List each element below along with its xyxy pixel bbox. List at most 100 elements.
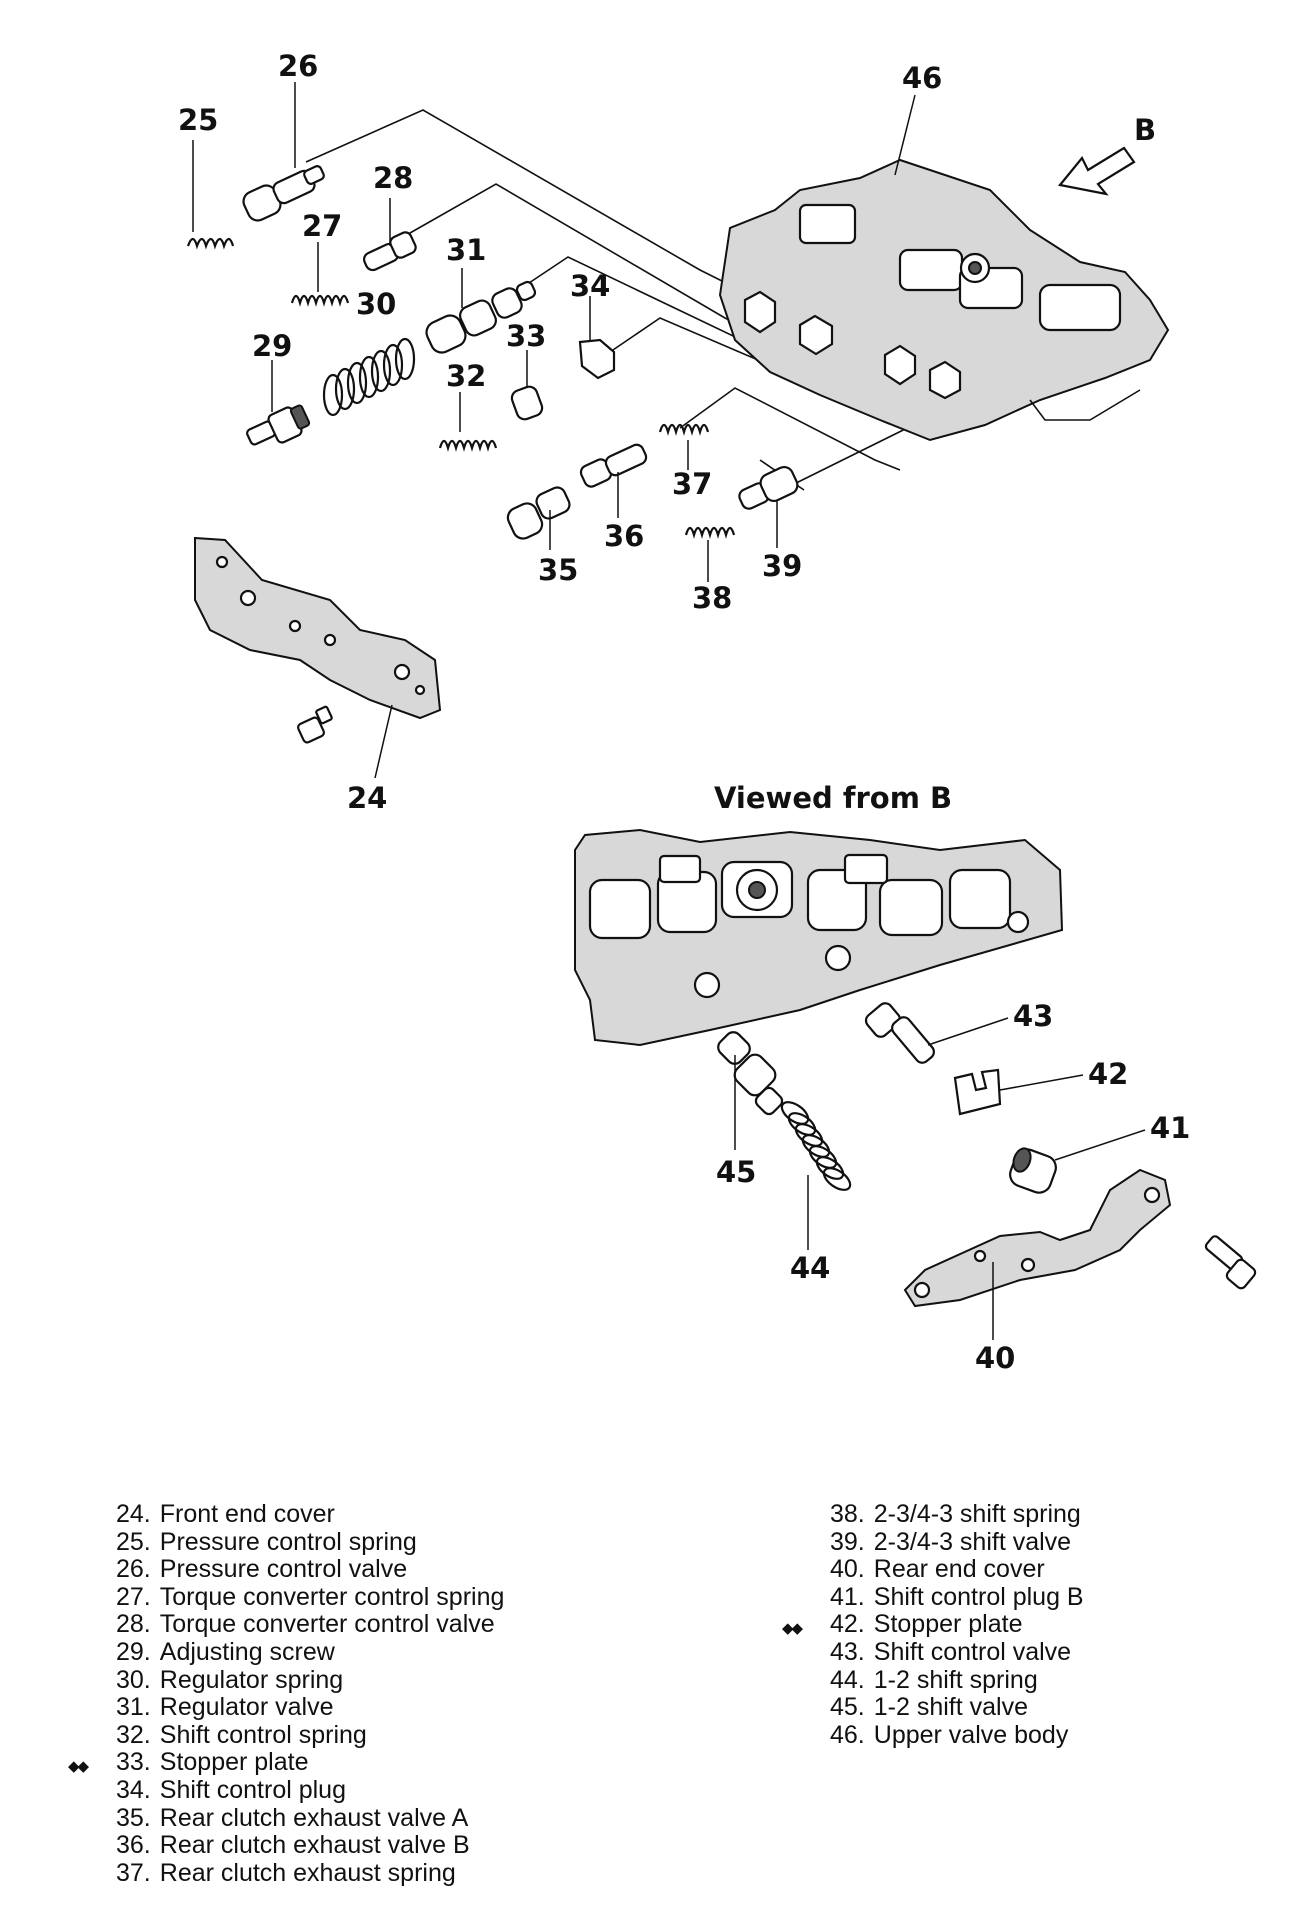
- callout-37: 37: [672, 467, 712, 501]
- callout-26: 26: [278, 49, 318, 83]
- legend-marker: ◆◆: [782, 1620, 803, 1638]
- legend-item: 32.Shift control spring: [116, 1721, 367, 1749]
- shift-spring-2-3: [684, 526, 736, 540]
- legend-text: Torque converter control valve: [159, 1610, 495, 1639]
- callout-35: 35: [538, 553, 578, 587]
- legend-text: Regulator spring: [159, 1665, 344, 1694]
- rear-clutch-exhaust-valve-a: [506, 486, 571, 540]
- callout-45: 45: [716, 1155, 756, 1189]
- legend-text: Shift control plug B: [873, 1582, 1084, 1611]
- callout-34: 34: [570, 269, 610, 303]
- stopper-plate-33: [510, 385, 544, 421]
- legend-item: 31.Regulator valve: [116, 1693, 333, 1721]
- legend-text: Stopper plate: [873, 1610, 1023, 1639]
- rear-clutch-exhaust-valve-b: [579, 443, 648, 488]
- callout-28: 28: [373, 161, 413, 195]
- legend-number: 36.: [116, 1831, 151, 1860]
- legend-number: 41.: [830, 1582, 865, 1611]
- legend-number: 27.: [116, 1582, 151, 1611]
- legend-text: Shift control valve: [873, 1638, 1072, 1666]
- callout-30: 30: [356, 287, 396, 321]
- legend-number: 44.: [830, 1665, 865, 1694]
- shift-control-valve: [864, 1002, 935, 1064]
- rear-end-cover: [903, 1168, 1172, 1308]
- callout-44: 44: [790, 1251, 830, 1285]
- legend-left-column: 24. Front end cover 25. Pressure control sp…: [0, 1500, 640, 1910]
- rear-cover-bolt: [1204, 1235, 1257, 1290]
- regulator-valve: [425, 280, 537, 354]
- pressure-control-spring: [186, 237, 235, 250]
- callout-32: 32: [446, 359, 486, 393]
- callout-40: 40: [975, 1341, 1015, 1375]
- legend-number: 42.: [830, 1610, 865, 1639]
- callout-39: 39: [762, 549, 802, 583]
- legend-text: Upper valve body: [873, 1720, 1069, 1749]
- shift-control-spring: [438, 439, 498, 453]
- callout-25: 25: [178, 103, 218, 137]
- parts-legend: 24. Front end cover 25. Pressure control sp…: [0, 1500, 1312, 1910]
- adjusting-screw: [246, 404, 311, 446]
- legend-number: 29.: [116, 1638, 151, 1666]
- legend-item: 40. Rear end cover: [830, 1555, 1045, 1583]
- shift-control-plug-b: [1009, 1147, 1057, 1194]
- legend-text: Stopper plate: [159, 1748, 309, 1777]
- direction-label-b: B: [1134, 113, 1156, 147]
- legend-item: 37.Rear clutch exhaust spring: [116, 1859, 456, 1887]
- legend-item: 46. Upper valve body: [830, 1721, 1068, 1749]
- upper-valve-body: [718, 158, 1170, 442]
- shift-control-plug: [578, 338, 616, 380]
- callout-36: 36: [604, 519, 644, 553]
- legend-item: 26.Pressure control valve: [116, 1555, 407, 1583]
- legend-item: 28. Torque converter control valve: [116, 1610, 495, 1638]
- shift-spring-1-2: [780, 1101, 852, 1191]
- legend-item: ◆◆ 42. Stopper plate: [782, 1610, 1023, 1639]
- legend-item: 36.Rear clutch exhaust valve B: [116, 1831, 470, 1859]
- legend-number: 38.: [830, 1500, 865, 1528]
- callout-labels: 24 25 26 27 28 29 30 31 32 33 34 35 36 3…: [178, 49, 1190, 1375]
- legend-item: 27.Torque converter control spring: [116, 1583, 504, 1611]
- legend-item: 38.2-3/4-3 shift spring: [830, 1500, 1081, 1528]
- exploded-valve-body-diagram: 24 25 26 27 28 29 30 31 32 33 34 35 36 3…: [178, 49, 1257, 1375]
- torque-converter-control-valve: [362, 231, 417, 272]
- legend-item: 30.Regulator spring: [116, 1666, 343, 1694]
- legend-number: 24.: [116, 1500, 151, 1528]
- legend-number: 25.: [116, 1527, 151, 1556]
- torque-converter-control-spring: [290, 294, 350, 308]
- front-end-cover: [194, 536, 442, 720]
- legend-text: Pressure control spring: [159, 1527, 417, 1556]
- callout-27: 27: [302, 209, 342, 243]
- legend-text: Shift control plug: [159, 1776, 346, 1804]
- legend-item: 35.Rear clutch exhaust valve A: [116, 1804, 468, 1832]
- legend-text: 2-3/4-3 shift valve: [873, 1527, 1072, 1556]
- legend-item: 41. Shift control plug B: [830, 1583, 1084, 1611]
- legend-number: 46.: [830, 1720, 865, 1749]
- legend-number: 43.: [830, 1638, 865, 1666]
- legend-number: 31.: [116, 1693, 151, 1722]
- legend-text: Front end cover: [159, 1500, 335, 1528]
- callout-42: 42: [1088, 1057, 1128, 1091]
- legend-item: 43. Shift control valve: [830, 1638, 1071, 1666]
- callout-29: 29: [252, 329, 292, 363]
- pressure-control-valve: [242, 165, 325, 222]
- legend-item: 44.1-2 shift spring: [830, 1666, 1038, 1694]
- regulator-spring: [322, 337, 416, 417]
- legend-number: 28.: [116, 1610, 151, 1639]
- legend-item: 45.1-2 shift valve: [830, 1693, 1028, 1721]
- legend-text: Rear clutch exhaust valve A: [159, 1803, 469, 1832]
- callout-leaders-top: [192, 82, 916, 779]
- legend-number: 26.: [116, 1555, 151, 1584]
- valve-body-viewed-from-b: [574, 828, 1064, 1047]
- legend-number: 32.: [116, 1720, 151, 1749]
- legend-number: 40.: [830, 1555, 865, 1584]
- rear-clutch-exhaust-spring: [658, 423, 710, 437]
- legend-text: Rear clutch exhaust spring: [159, 1858, 456, 1887]
- legend-number: 34.: [116, 1776, 151, 1804]
- callout-31: 31: [446, 233, 486, 267]
- legend-number: 33.: [116, 1748, 151, 1777]
- legend-item: 29.Adjusting screw: [116, 1638, 335, 1666]
- legend-marker: ◆◆: [68, 1758, 89, 1776]
- view-direction-arrow: [1057, 146, 1136, 196]
- legend-text: Rear end cover: [873, 1555, 1045, 1584]
- shift-valve-2-3: [738, 465, 799, 510]
